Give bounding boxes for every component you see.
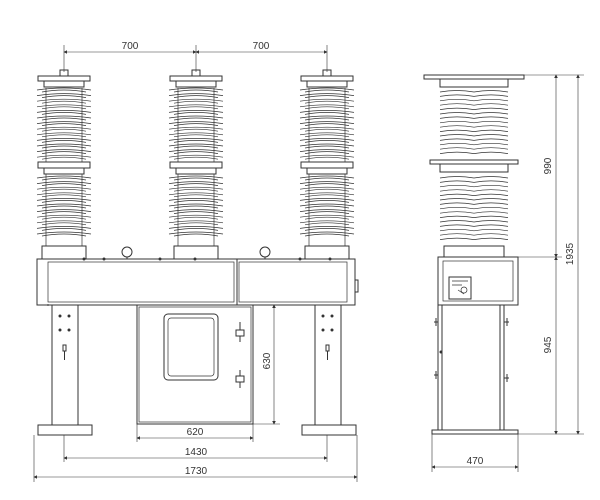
bushing-pole-left [36,69,92,260]
side-handle-4 [504,374,509,382]
dim-pole-spacing-right: 700 [253,41,270,52]
side-handle-3 [434,371,438,379]
dim-upper-height: 990 [543,157,554,174]
side-handle-2 [504,318,509,326]
front-dimensions: 700 700 630 620 1430 1730 [33,41,358,482]
door-handle-upper [235,322,245,342]
mechanism-box [36,257,359,306]
side-bushing [423,74,525,258]
dim-lower-height: 945 [543,336,554,353]
bushing-pole-right [299,69,355,260]
side-support-frame [431,304,519,435]
control-cabinet [136,304,254,425]
dim-frame-span: 1430 [185,447,208,458]
front-view: 700 700 630 620 1430 1730 [33,41,359,482]
dim-depth: 470 [467,456,484,467]
side-view: 990 945 1935 470 [423,74,584,472]
bushing-poles [36,69,355,260]
side-handle-1 [434,318,438,326]
bushing-pole-center [168,69,224,260]
support-leg-right [301,304,357,436]
dim-overall-height: 1935 [565,242,576,265]
side-mechanism-box [437,256,519,306]
dim-overall-width: 1730 [185,466,208,477]
dim-cabinet-height: 630 [262,352,273,369]
side-dimensions: 990 945 1935 470 [431,74,584,472]
dim-pole-spacing-left: 700 [122,41,139,52]
door-handle-lower [235,370,245,388]
dim-cabinet-width: 620 [187,427,204,438]
support-leg-left [37,304,93,436]
